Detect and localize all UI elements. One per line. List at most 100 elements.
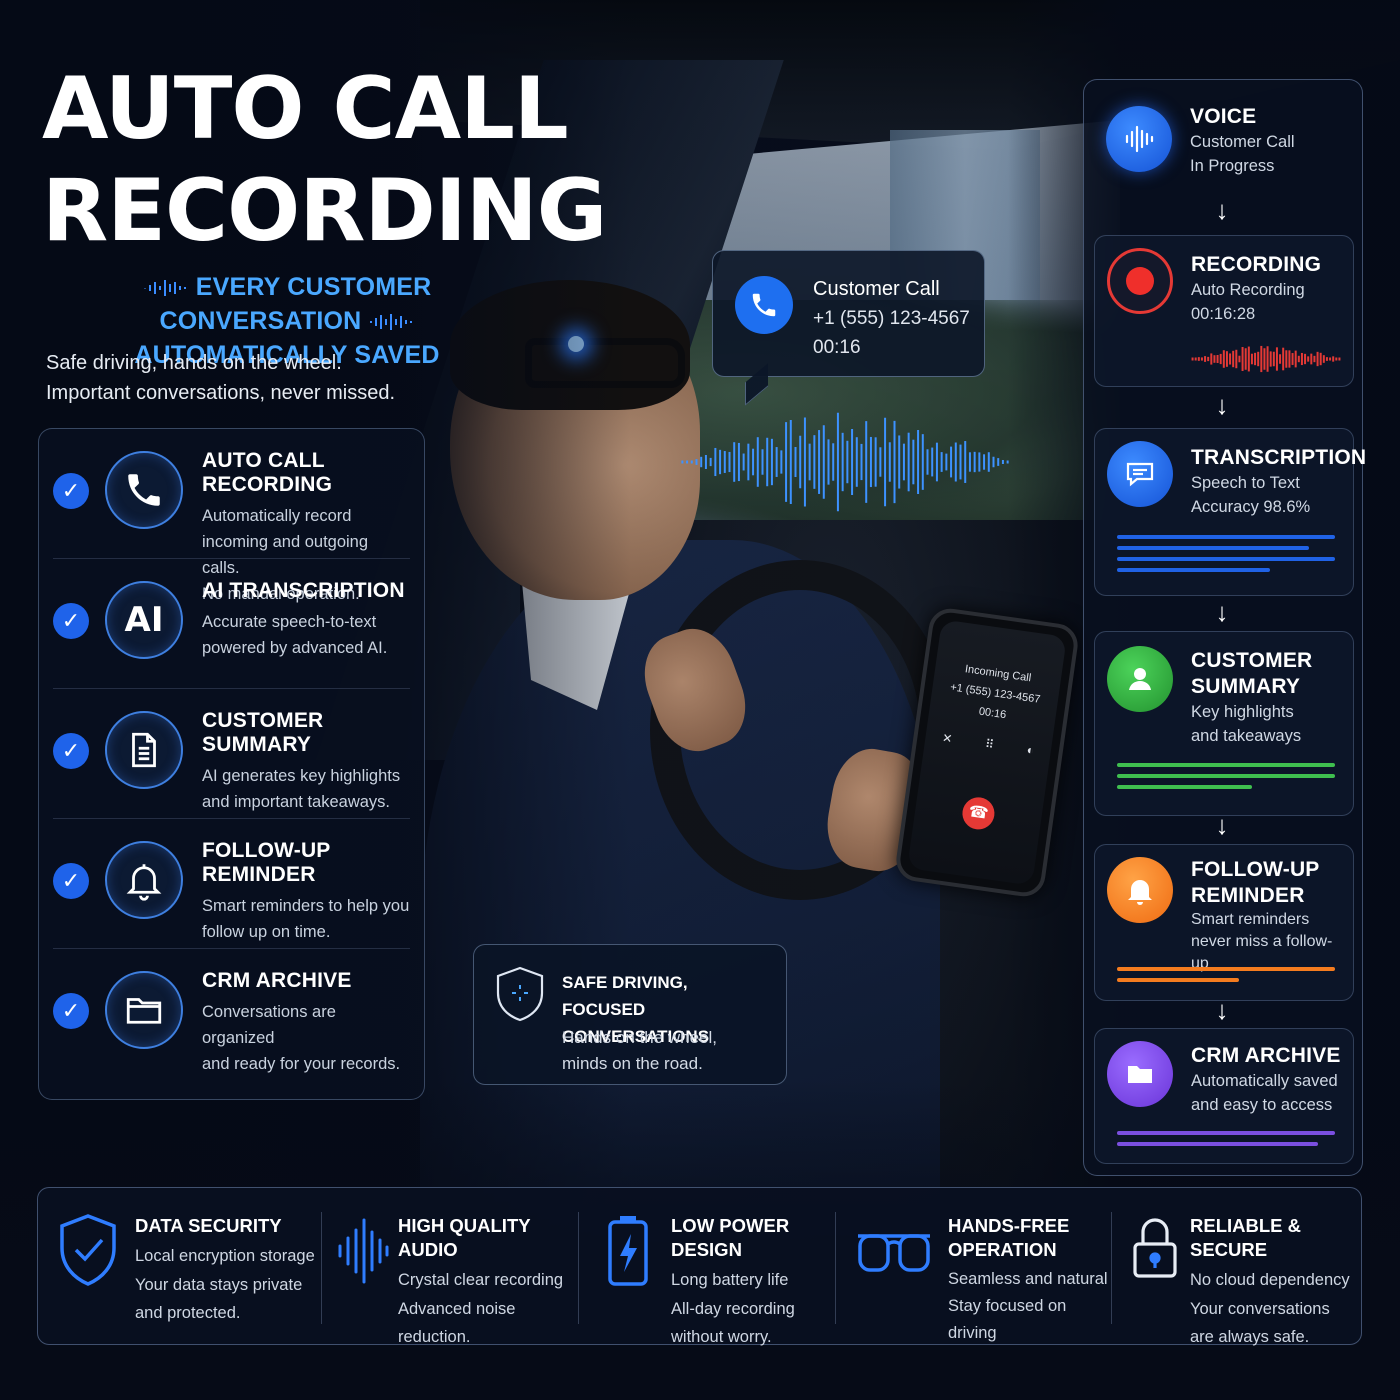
benefit-line-2: Your conversations: [1190, 1299, 1330, 1318]
tagline-line-2: Important conversations, never missed.: [46, 382, 396, 404]
divider: [1111, 1212, 1112, 1324]
benefit-line-2: Advanced noise: [398, 1299, 516, 1318]
folder-icon: [1107, 1041, 1173, 1107]
step-line-2: and takeaways: [1191, 727, 1302, 745]
step-line-1: Auto Recording: [1191, 281, 1305, 299]
reminder-lines: [1117, 967, 1335, 989]
ai-icon-text: AI: [124, 600, 164, 640]
feature-follow-up-reminder: ✓ FOLLOW-UP REMINDER Smart reminders to …: [53, 819, 410, 949]
page-title: AUTO CALL RECORDING: [42, 58, 607, 262]
benefit-title-2: OPERATION: [948, 1239, 1057, 1260]
feature-title: FOLLOW-UP REMINDER: [202, 839, 331, 886]
archive-lines: [1117, 1131, 1335, 1153]
summary-line: [1117, 763, 1335, 767]
workflow-step-customer-summary: CUSTOMER SUMMARY Key highlights and take…: [1094, 631, 1354, 816]
feature-list: ✓ AUTO CALL RECORDING Automatically reco…: [38, 428, 425, 1100]
safe-title-2: FOCUSED CONVERSATIONS: [562, 1000, 710, 1046]
workflow-step-transcription: TRANSCRIPTION Speech to Text Accuracy 98…: [1094, 428, 1366, 596]
step-line-2: 00:16:28: [1191, 305, 1256, 323]
benefit-title: RELIABLE & SECURE: [1190, 1215, 1301, 1260]
bottom-benefits-bar: DATA SECURITY Local encryption storage Y…: [37, 1187, 1362, 1346]
shield-icon: [496, 966, 544, 1022]
benefit-low-power-design: LOW POWER DESIGN Long battery life All-d…: [606, 1188, 846, 1346]
feature-desc-1: Conversations are organized: [202, 1003, 336, 1047]
call-number: +1 (555) 123-4567: [813, 308, 970, 329]
mute-icon[interactable]: ✕: [941, 730, 954, 746]
feature-title: CUSTOMER SUMMARY: [202, 709, 324, 756]
benefit-title: HIGH QUALITY AUDIO: [398, 1215, 531, 1260]
arrow-down-icon: ↓: [1215, 390, 1229, 420]
subtitle: EVERY CUSTOMER CONVERSATION AUTOMATICALL…: [42, 270, 532, 372]
subtitle-line-1: EVERY CUSTOMER CONVERSATION: [42, 270, 532, 338]
voice-wave-graphic: [681, 412, 1009, 512]
divider: [321, 1212, 322, 1324]
step-line-1: Customer Call: [1190, 133, 1295, 151]
voice-icon: [1106, 106, 1172, 172]
subtitle-text-2: AUTOMATICALLY SAVED: [134, 341, 440, 369]
workflow-step-follow-up-reminder: FOLLOW-UP REMINDER Smart reminders never…: [1094, 844, 1354, 1001]
safe-driving-card: SAFE DRIVING, FOCUSED CONVERSATIONS Hand…: [473, 944, 787, 1085]
phone-screen: Incoming Call +1 (555) 123-4567 00:16 ✕ …: [907, 619, 1067, 886]
benefit-hands-free-operation: HANDS-FREE OPERATION Seamless and natura…: [856, 1188, 1116, 1346]
step-line-2: In Progress: [1190, 157, 1275, 175]
benefit-title: LOW POWER DESIGN: [671, 1215, 790, 1260]
shield-check-icon: [60, 1214, 116, 1286]
benefit-line-1: Seamless and natural: [948, 1270, 1108, 1288]
arrow-down-icon: ↓: [1215, 810, 1229, 840]
feature-desc-2: powered by advanced AI.: [202, 639, 388, 657]
benefit-data-security: DATA SECURITY Local encryption storage Y…: [58, 1188, 328, 1346]
step-line-1: Key highlights: [1191, 703, 1294, 721]
feature-title: CRM ARCHIVE: [202, 969, 352, 992]
recording-wave: [1191, 345, 1341, 373]
benefit-title: DATA SECURITY: [135, 1215, 282, 1236]
phone-icon: [735, 276, 793, 334]
phone-call-keys: ✕ ⠿ ◐: [925, 728, 1052, 759]
benefit-line-3: and protected.: [135, 1304, 241, 1322]
transcript-line: [1117, 557, 1335, 561]
benefit-line-3: without worry.: [671, 1328, 772, 1346]
feature-desc-2: incoming and outgoing calls.: [202, 533, 369, 577]
bell-icon: [105, 841, 183, 919]
speaker-icon[interactable]: ◐: [1025, 742, 1036, 758]
transcript-line: [1117, 535, 1335, 539]
check-icon: ✓: [53, 473, 89, 509]
check-icon: ✓: [53, 603, 89, 639]
end-call-button[interactable]: ☎: [960, 795, 997, 832]
feature-desc-2: and important takeaways.: [202, 793, 391, 811]
check-icon: ✓: [53, 733, 89, 769]
battery-icon: [608, 1216, 648, 1286]
feature-auto-call-recording: ✓ AUTO CALL RECORDING Automatically reco…: [53, 429, 410, 603]
benefit-line-2: All-day recording: [671, 1299, 795, 1318]
audio-wave-icon: [338, 1218, 389, 1284]
summary-line: [1117, 774, 1335, 778]
benefit-line-3: reduction.: [398, 1328, 471, 1346]
bell-icon: [1107, 857, 1173, 923]
check-icon: ✓: [53, 993, 89, 1029]
summary-line: [1117, 785, 1253, 789]
transcript-lines: [1117, 535, 1335, 579]
feature-title: AI TRANSCRIPTION: [202, 579, 405, 602]
summary-lines: [1117, 763, 1335, 796]
folder-icon: [105, 971, 183, 1049]
keypad-icon[interactable]: ⠿: [984, 736, 995, 752]
reminder-line: [1117, 978, 1240, 982]
title-line-2: RECORDING: [42, 161, 607, 261]
benefit-high-quality-audio: HIGH QUALITY AUDIO Crystal clear recordi…: [336, 1188, 576, 1346]
call-title: Customer Call: [813, 278, 940, 300]
workflow-step-crm-archive: CRM ARCHIVE Automatically saved and easy…: [1094, 1028, 1354, 1164]
feature-crm-archive: ✓ CRM ARCHIVE Conversations are organize…: [53, 949, 410, 1079]
tagline-line-1: Safe driving, hands on the wheel.: [46, 352, 342, 374]
benefit-line-1: Long battery life: [671, 1271, 789, 1289]
benefit-reliable-secure: RELIABLE & SECURE No cloud dependency Yo…: [1132, 1188, 1357, 1346]
glasses-icon: [858, 1234, 930, 1272]
ai-icon: AI: [105, 581, 183, 659]
step-title-2: REMINDER: [1191, 884, 1305, 907]
lock-icon: [1133, 1218, 1177, 1278]
transcript-line: [1117, 546, 1309, 550]
archive-line: [1117, 1131, 1335, 1135]
step-line-1: Automatically saved: [1191, 1072, 1338, 1090]
document-icon: [105, 711, 183, 789]
subtitle-text-1: EVERY CUSTOMER CONVERSATION: [159, 273, 432, 335]
benefit-line-2: Your data stays private: [135, 1275, 303, 1294]
sound-wave-icon: [143, 280, 186, 297]
